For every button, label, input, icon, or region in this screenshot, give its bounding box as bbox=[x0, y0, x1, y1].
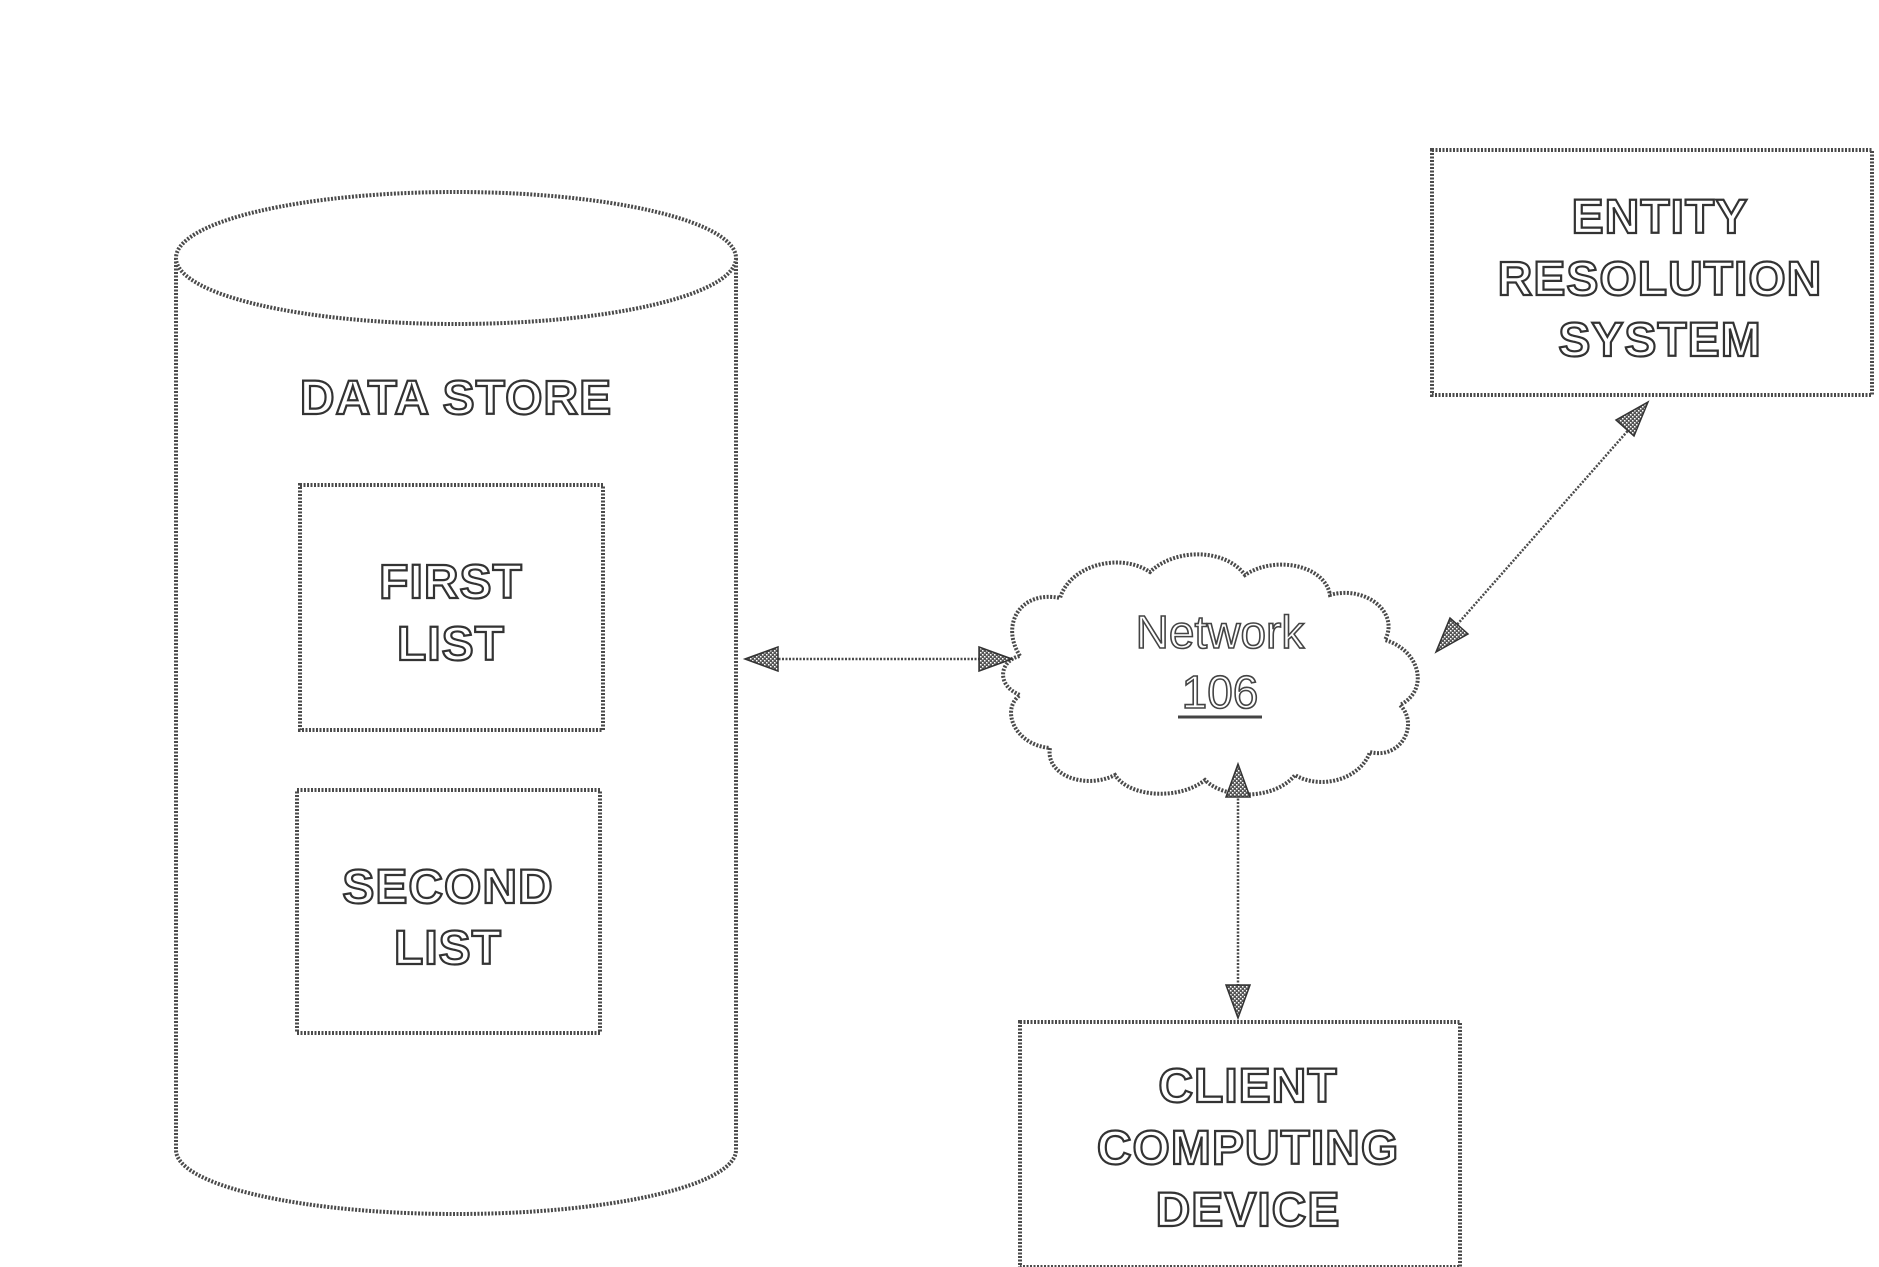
first-list-label-line2: LIST bbox=[397, 618, 505, 671]
connector-network-entity-resolution bbox=[1436, 402, 1648, 652]
entity-resolution-system-box: ENTITY RESOLUTION SYSTEM bbox=[1432, 150, 1872, 395]
first-list-box: FIRST LIST bbox=[300, 485, 603, 730]
second-list-box: SECOND LIST bbox=[297, 790, 600, 1033]
network-cloud: Network 106 bbox=[1003, 554, 1418, 794]
arrowhead-entity-resolution-end bbox=[1616, 402, 1648, 436]
entity-resolution-label-line2: RESOLUTION bbox=[1498, 253, 1823, 306]
first-list-label-line1: FIRST bbox=[379, 556, 523, 609]
arrowhead-datastore-end bbox=[745, 647, 778, 671]
client-device-label-line2: COMPUTING bbox=[1097, 1122, 1399, 1175]
connector-datastore-network bbox=[745, 647, 1012, 671]
client-device-label-line3: DEVICE bbox=[1156, 1184, 1341, 1237]
second-list-label-line1: SECOND bbox=[342, 861, 553, 914]
arrowhead-network-right-end bbox=[1436, 618, 1468, 652]
data-store-title: DATA STORE bbox=[300, 372, 612, 425]
entity-resolution-label-line3: SYSTEM bbox=[1558, 314, 1761, 367]
client-device-label-line1: CLIENT bbox=[1158, 1060, 1337, 1113]
arrowhead-client-device-end bbox=[1226, 985, 1250, 1018]
network-label: Network bbox=[1136, 606, 1306, 658]
client-computing-device-box: CLIENT COMPUTING DEVICE bbox=[1020, 1022, 1460, 1267]
connector-network-client-device bbox=[1226, 764, 1250, 1018]
network-reference-number: 106 bbox=[1182, 666, 1259, 718]
second-list-label-line2: LIST bbox=[394, 922, 502, 975]
entity-resolution-label-line1: ENTITY bbox=[1572, 191, 1749, 244]
